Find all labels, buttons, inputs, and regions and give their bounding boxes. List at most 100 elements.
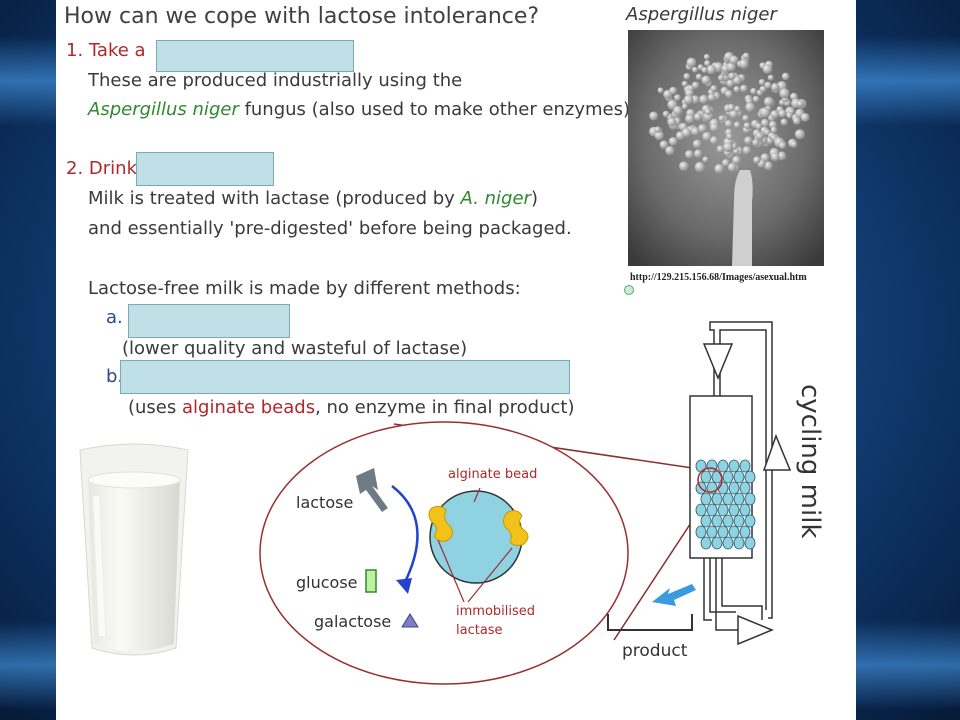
spore (742, 114, 750, 122)
photo-caption: Aspergillus niger (626, 4, 777, 25)
spore (704, 60, 711, 67)
spore (740, 84, 748, 93)
column-bead (711, 514, 723, 528)
spore (703, 53, 710, 60)
spore (692, 139, 702, 149)
method-a-hidden-answer[interactable] (128, 304, 290, 338)
spore (770, 110, 779, 119)
method-b-hidden-answer[interactable] (120, 360, 570, 394)
lactose-arrow-icon (356, 468, 388, 512)
globe-icon (624, 285, 634, 295)
spore (734, 105, 741, 112)
column-bead (733, 514, 745, 528)
spore (800, 113, 810, 122)
spore (654, 131, 664, 141)
spore (728, 72, 736, 80)
spore (794, 129, 805, 140)
spore (724, 120, 733, 128)
spore (778, 109, 787, 118)
item1-line2-rest: fungus (also used to make other enzymes)… (238, 99, 636, 120)
column-bead (728, 503, 740, 517)
method-a-note: (lower quality and wasteful of lactase) (122, 338, 468, 359)
slide: How can we cope with lactose intolerance… (56, 0, 856, 720)
spore (674, 94, 681, 101)
spore (777, 151, 787, 161)
spore (744, 136, 753, 145)
spore (667, 117, 677, 127)
label-immobilised: immobilised (456, 604, 535, 619)
spore-cluster (649, 52, 810, 174)
spore (681, 128, 692, 138)
spore (790, 140, 798, 148)
flow-arrow-right (737, 614, 774, 646)
spore (758, 79, 766, 86)
column-bead (695, 503, 707, 517)
spore (694, 161, 706, 173)
spore (723, 142, 734, 153)
column-bead (700, 536, 712, 550)
item2-line1-pre: Milk is treated with lactase (produced b… (88, 188, 461, 209)
spore (692, 66, 698, 73)
bead-pointer (473, 487, 481, 503)
item1-heading: 1. Take a (66, 40, 146, 61)
spore (745, 102, 755, 112)
method-a-label: a. (106, 307, 123, 328)
spore (691, 81, 700, 89)
spore (710, 123, 719, 132)
spore (732, 155, 741, 165)
lactase-pointer-right (467, 547, 513, 603)
spore (657, 87, 664, 94)
spore (739, 59, 749, 69)
method-b-note-pre: (uses (128, 397, 182, 418)
item2-line1-post: ) (530, 188, 538, 209)
column-bead (733, 536, 745, 550)
label-product: product (622, 641, 688, 661)
spore (796, 100, 804, 108)
spore (753, 156, 761, 164)
column-bead (706, 459, 718, 473)
spore (659, 140, 669, 149)
spore (767, 74, 774, 81)
spore (685, 114, 695, 124)
spore (760, 107, 771, 118)
aspergillus-photo (628, 30, 824, 266)
enzyme-right-shape (502, 510, 529, 547)
spore (771, 83, 780, 92)
item2-hidden-answer[interactable] (136, 152, 274, 186)
column-bead (733, 492, 745, 506)
spore (792, 117, 801, 125)
column-bead (739, 503, 751, 517)
spore (762, 64, 773, 74)
item2-heading: 2. Drink l (66, 158, 148, 179)
spore (690, 95, 700, 104)
spore (779, 88, 790, 99)
spore (681, 80, 688, 87)
lactase-pointer-left (437, 539, 465, 603)
spore (662, 110, 670, 118)
item1-hidden-answer[interactable] (156, 40, 354, 72)
label-galactose: galactose (314, 612, 391, 631)
column-bead (706, 503, 718, 517)
column-bead (711, 492, 723, 506)
spore (679, 161, 689, 171)
reaction-arc (391, 485, 419, 585)
aspergillus-italic: Aspergillus niger (88, 99, 239, 120)
a-niger-italic: A. niger (460, 188, 531, 209)
spore (701, 67, 708, 74)
zoom-target-circle (697, 467, 723, 493)
spore (750, 87, 757, 95)
label-cycling-milk: cycling milk (795, 384, 825, 539)
column-bead (722, 492, 734, 506)
column-bead (711, 536, 723, 550)
spore (733, 121, 741, 129)
item1-line1: These are produced industrially using th… (88, 70, 463, 91)
spore (786, 112, 793, 119)
column-bead (744, 470, 756, 484)
photo-source-url: http://129.215.156.68/Images/asexual.htm (630, 272, 807, 283)
spore (698, 124, 707, 133)
spore (727, 163, 737, 172)
spore (665, 146, 675, 156)
spore (780, 118, 788, 126)
reaction-arrowhead (396, 578, 412, 594)
item2-line1: Milk is treated with lactase (produced b… (88, 188, 538, 209)
